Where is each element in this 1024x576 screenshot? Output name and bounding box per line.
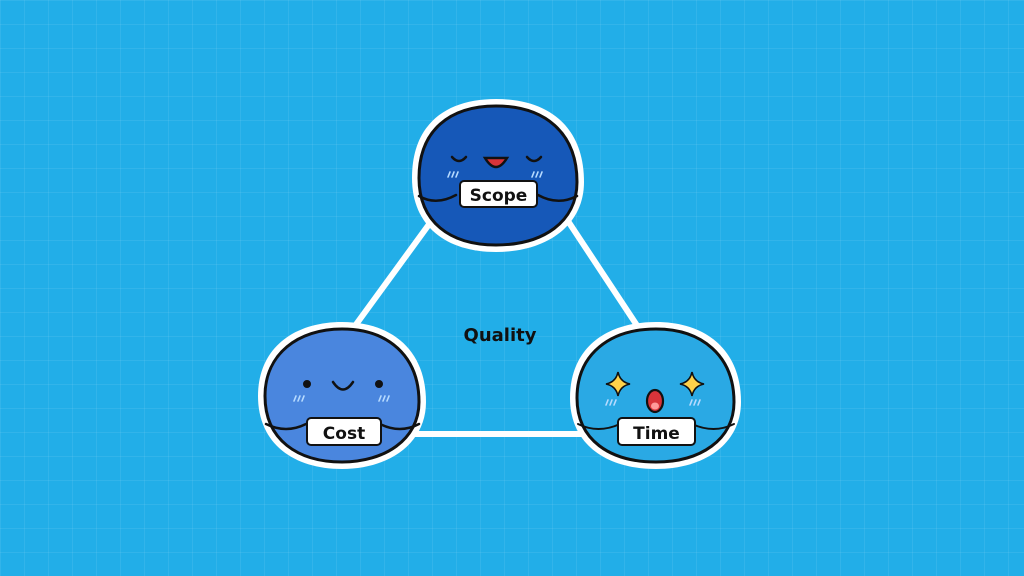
scope-node: Scope: [412, 99, 584, 252]
time-blush: [605, 399, 701, 406]
cost-left-eye: [303, 380, 311, 388]
edge-scope-time: [559, 209, 643, 333]
scope-right-arm: [536, 193, 579, 202]
cost-right-eye: [375, 380, 383, 388]
scope-blob-body: [417, 104, 579, 247]
cost-mouth: [331, 380, 355, 391]
cost-label-card: [306, 417, 382, 446]
triangle-connectors: [349, 209, 643, 437]
time-label: Time: [633, 424, 680, 444]
scope-blush: [447, 171, 543, 178]
time-label-card: [617, 417, 696, 446]
time-node: Time: [570, 322, 741, 469]
scope-face: [417, 155, 579, 202]
center-label: Quality: [464, 325, 537, 346]
time-mouth-inner: [651, 402, 659, 410]
scope-right-eye-closed: [525, 155, 543, 163]
cost-face: [264, 380, 421, 431]
time-face: [577, 371, 735, 430]
time-left-sparkle-eye: [605, 371, 631, 397]
scope-left-arm: [417, 193, 458, 202]
time-mouth: [645, 388, 665, 414]
scope-mouth: [482, 156, 510, 169]
scope-label: Scope: [470, 186, 528, 206]
cost-blush: [293, 395, 390, 402]
scope-left-eye-closed: [450, 155, 468, 163]
edge-scope-cost: [349, 209, 441, 333]
time-left-arm: [577, 423, 621, 430]
scope-label-card: [459, 180, 538, 208]
time-right-sparkle-eye: [679, 371, 705, 397]
cost-node: Cost: [258, 322, 426, 469]
cost-right-arm: [378, 422, 421, 431]
cost-label: Cost: [323, 424, 365, 444]
cost-left-arm: [264, 422, 308, 431]
